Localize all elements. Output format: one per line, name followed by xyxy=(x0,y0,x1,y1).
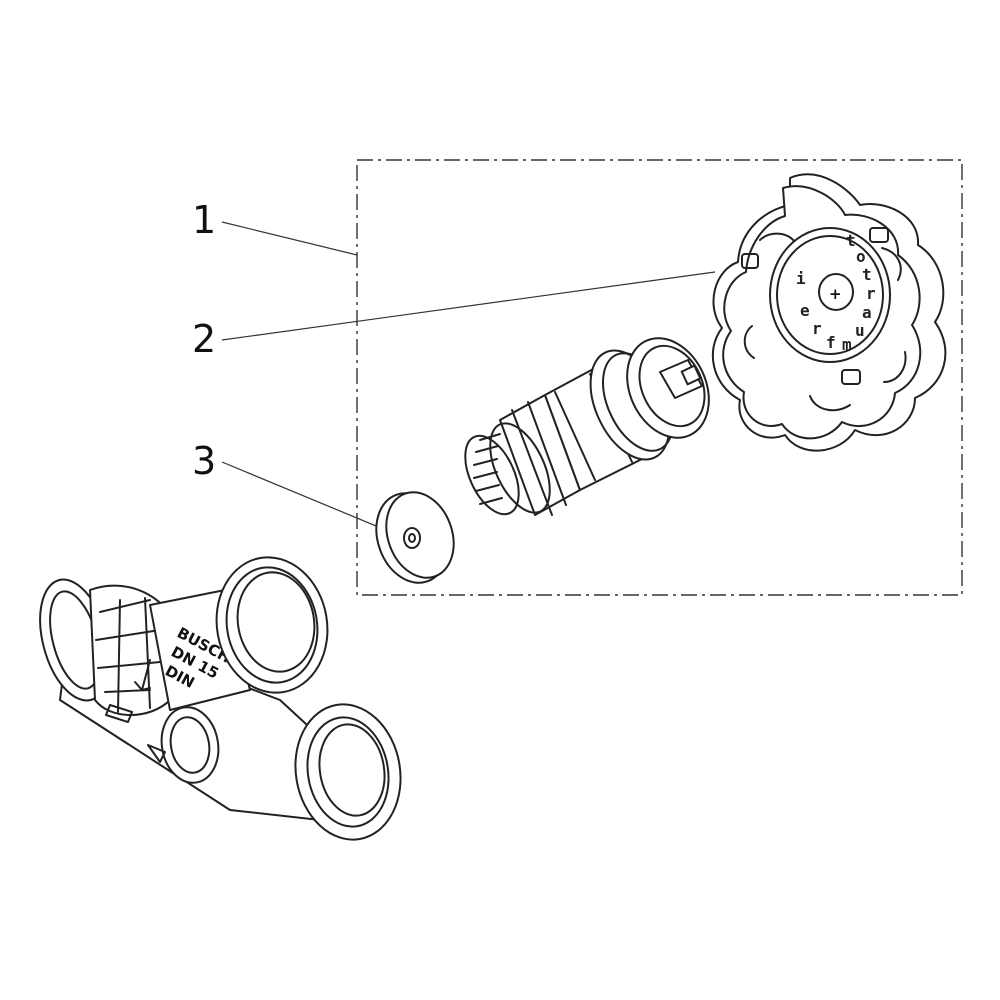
handwheel: + t o t r a u m f r e i xyxy=(711,173,947,452)
handwheel-letter-10: e xyxy=(800,301,810,320)
leader-line-2 xyxy=(221,271,716,341)
handwheel-letter-2: o xyxy=(856,247,866,266)
assembly-frame xyxy=(356,159,963,596)
callout-2: 2 xyxy=(192,317,216,361)
leader-line-1 xyxy=(221,221,358,256)
callout-1: 1 xyxy=(192,198,216,242)
handwheel-letter-5: a xyxy=(862,303,872,322)
handwheel-center-symbol: + xyxy=(829,285,842,303)
valve-insert xyxy=(464,337,710,516)
callout-3: 3 xyxy=(192,439,216,483)
valve-body: BUSCH DN 15 DIN xyxy=(39,556,402,841)
leader-line-3 xyxy=(221,461,406,539)
handwheel-letter-7: m xyxy=(842,335,852,354)
handwheel-letter-1: t xyxy=(846,231,856,250)
handwheel-letter-9: r xyxy=(812,319,822,338)
handwheel-letter-3: t xyxy=(862,265,872,284)
handwheel-letter-8: f xyxy=(826,333,836,352)
handwheel-letter-11: i xyxy=(796,269,806,288)
handwheel-letter-4: r xyxy=(866,284,876,303)
handwheel-letter-6: u xyxy=(855,321,865,340)
washer xyxy=(375,491,455,584)
